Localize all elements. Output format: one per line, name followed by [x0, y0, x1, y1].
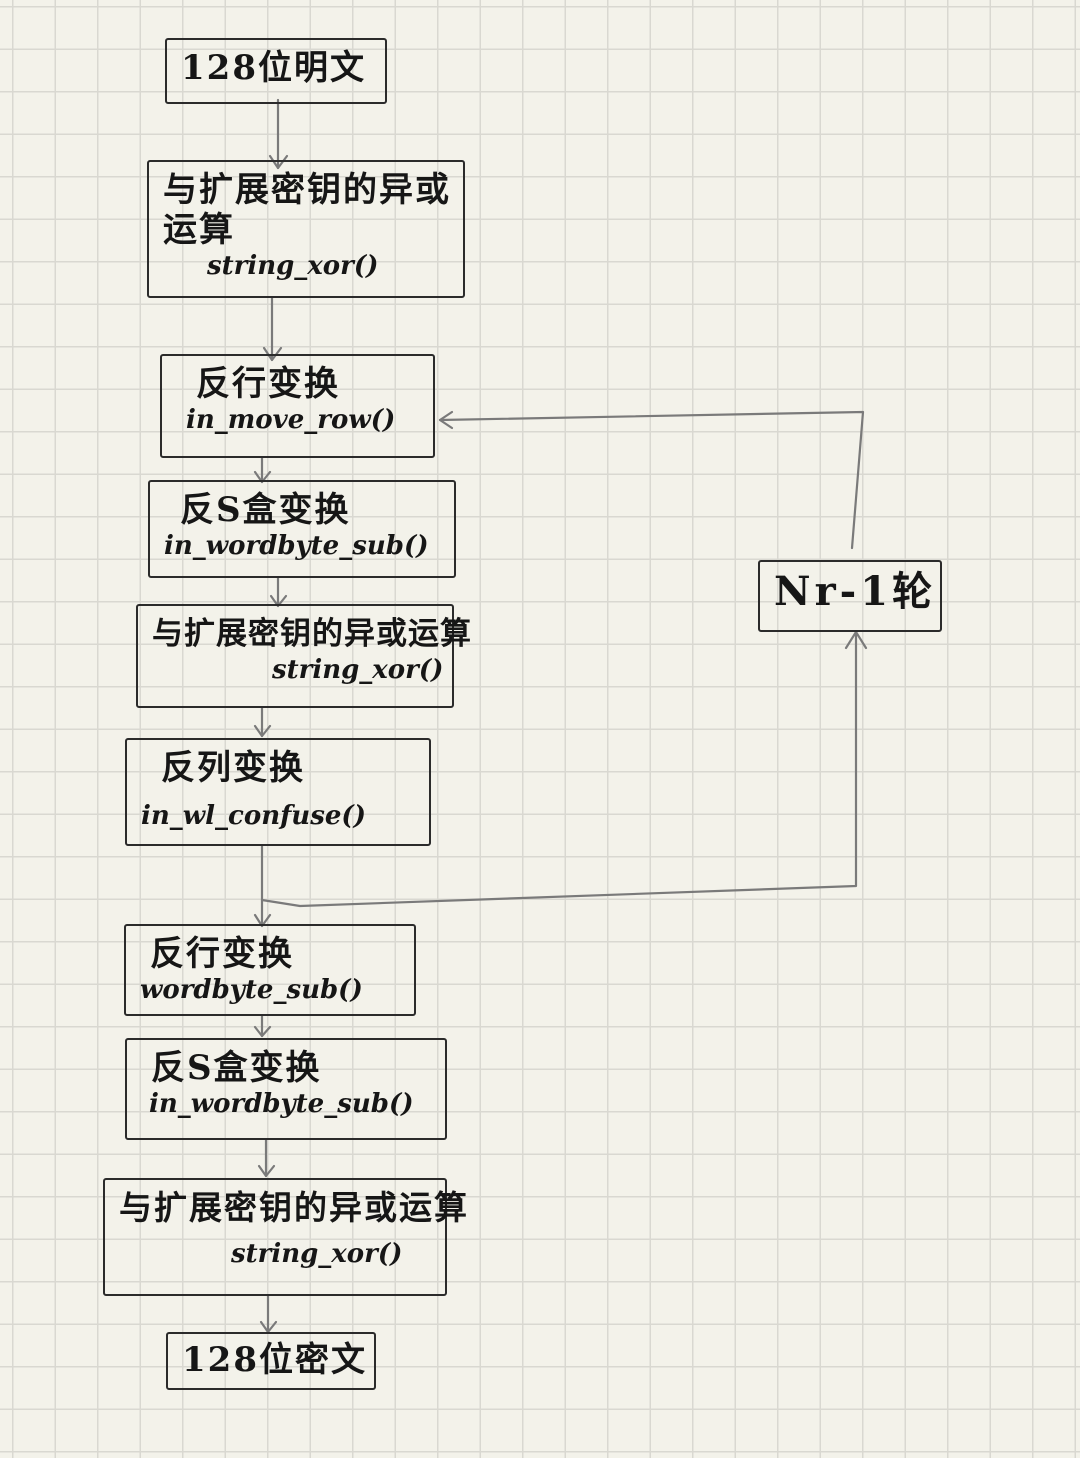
xor-node-2: 与扩展密钥的异或运算 string_xor()	[136, 604, 472, 708]
xor-node-3-label: 与扩展密钥的异或运算	[119, 1188, 469, 1227]
inv-sbox-node-1-code: in_wordbyte_sub()	[164, 531, 429, 561]
inv-mix-columns-node-label: 反列变换	[161, 748, 305, 788]
inv-sbox-node-1: 反S盒变换 in_wordbyte_sub()	[148, 480, 456, 578]
inv-shift-rows-node-2: 反行变换 wordbyte_sub()	[124, 924, 416, 1016]
xor-node-2-code: string_xor()	[272, 655, 444, 685]
inv-mix-columns-node-code: in_wl_confuse()	[141, 801, 366, 831]
inv-sbox-node-2-code: in_wordbyte_sub()	[149, 1089, 414, 1119]
inv-shift-rows-node-1: 反行变换 in_move_row()	[160, 354, 435, 458]
xor-node-1-label: 与扩展密钥的异或运算	[163, 170, 451, 250]
inv-sbox-node-2-label: 反S盒变换	[151, 1048, 322, 1088]
loop-return-line	[438, 410, 865, 550]
inv-shift-rows-node-1-label: 反行变换	[196, 364, 340, 404]
xor-node-2-label: 与扩展密钥的异或运算	[152, 616, 472, 652]
plaintext-label: 128位明文	[181, 48, 366, 88]
inv-sbox-node-2: 反S盒变换 in_wordbyte_sub()	[125, 1038, 447, 1140]
ciphertext-label: 128位密文	[182, 1340, 367, 1380]
xor-node-1: 与扩展密钥的异或运算 string_xor()	[147, 160, 465, 298]
loop-counter-node: Nr-1轮	[758, 560, 942, 632]
inv-shift-rows-node-1-code: in_move_row()	[186, 405, 396, 435]
plaintext-node: 128位明文	[165, 38, 387, 104]
inv-sbox-node-1-label: 反S盒变换	[180, 490, 351, 530]
xor-node-3-code: string_xor()	[231, 1239, 403, 1269]
xor-node-3: 与扩展密钥的异或运算 string_xor()	[103, 1178, 469, 1296]
inv-mix-columns-node: 反列变换 in_wl_confuse()	[125, 738, 431, 846]
inv-shift-rows-node-2-label: 反行变换	[150, 934, 294, 974]
inv-shift-rows-node-2-code: wordbyte_sub()	[140, 975, 363, 1005]
xor-node-1-code: string_xor()	[207, 251, 379, 281]
ciphertext-node: 128位密文	[166, 1332, 376, 1390]
loop-counter-label: Nr-1轮	[774, 568, 937, 615]
